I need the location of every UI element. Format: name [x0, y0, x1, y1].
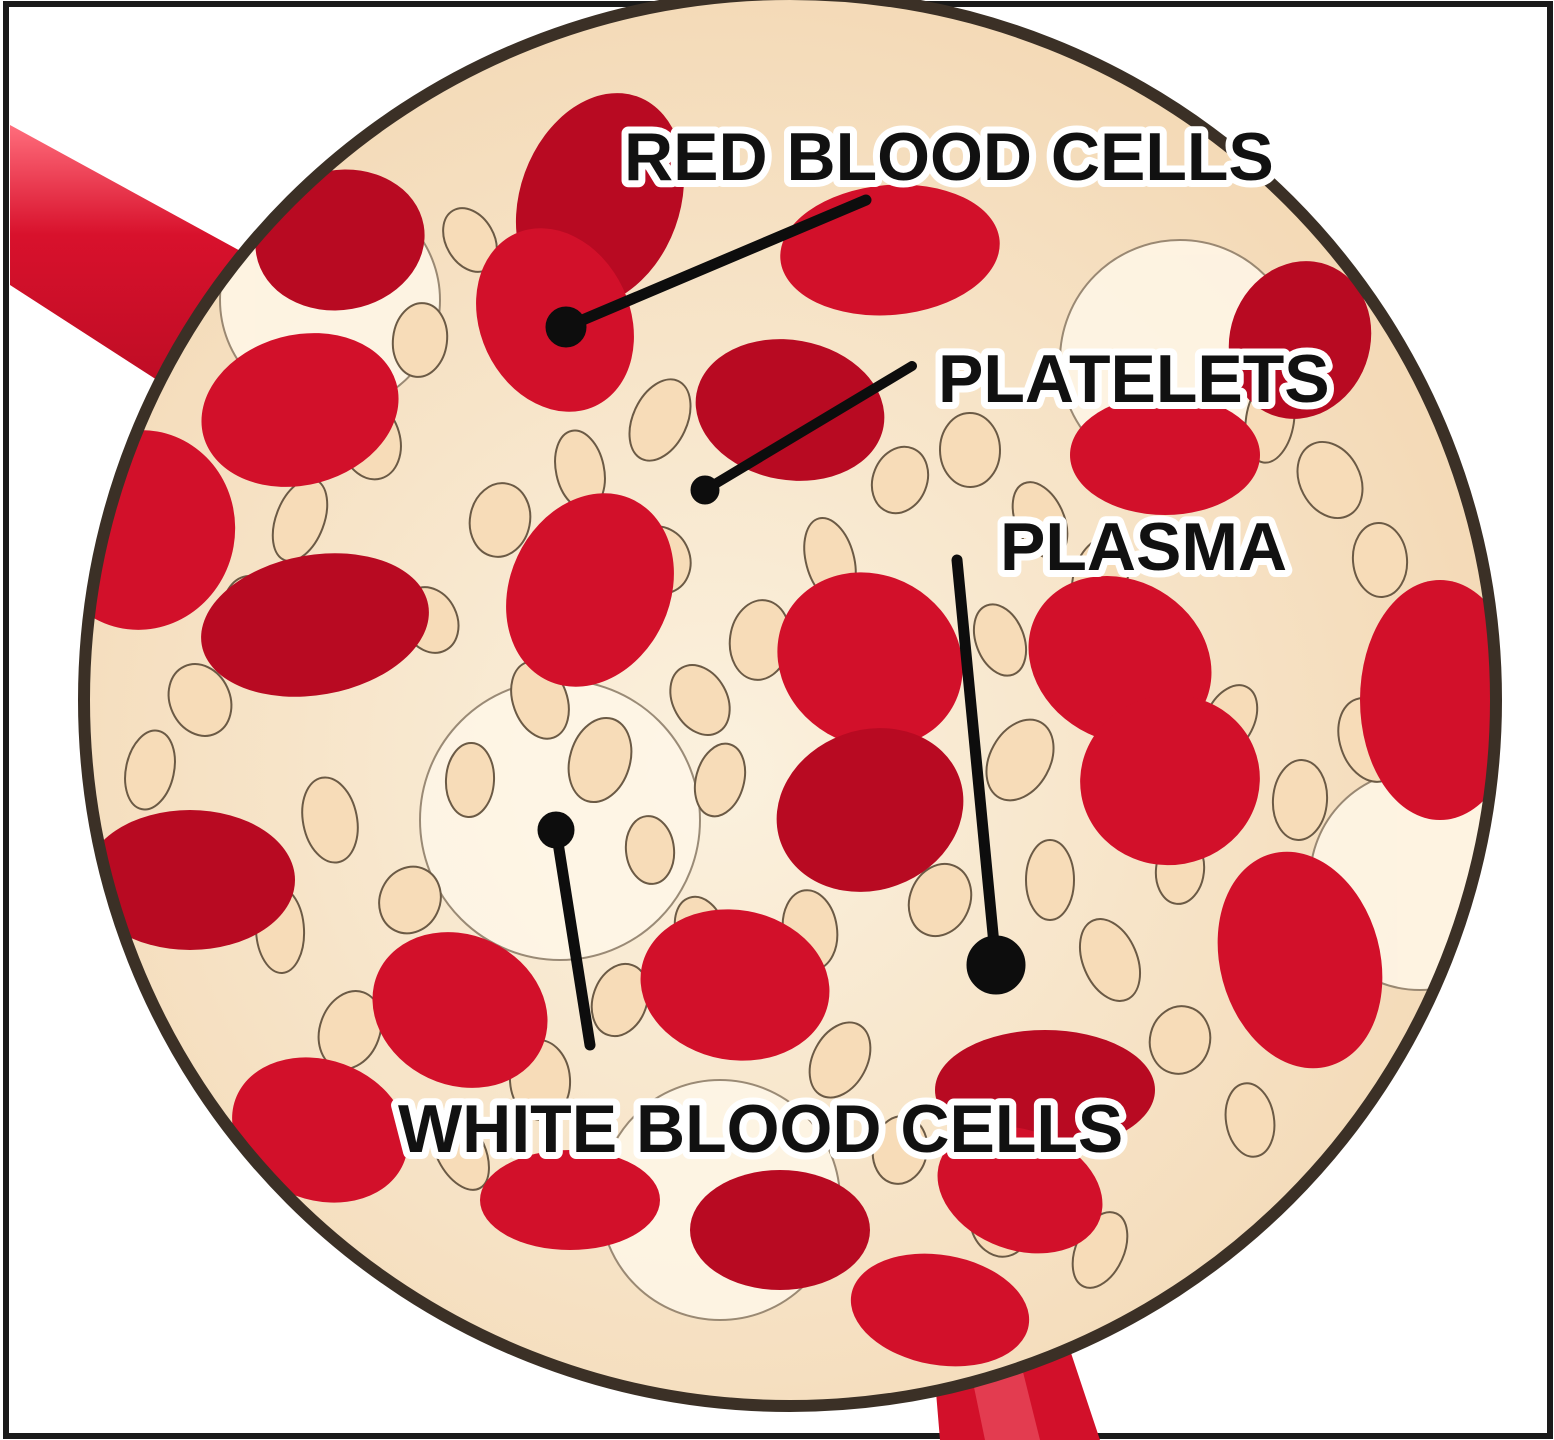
label-plasma: PLASMA — [1000, 509, 1287, 585]
label-platelets: PLATELETS — [938, 341, 1330, 417]
white-blood-cells-pointer-dot — [538, 812, 574, 848]
platelets-pointer-dot — [691, 476, 719, 504]
label-red-blood-cells: RED BLOOD CELLS — [624, 119, 1274, 195]
red-blood-cells-pointer-dot — [546, 307, 586, 347]
red-blood-cell-shape — [690, 1170, 870, 1290]
label-white-blood-cells: WHITE BLOOD CELLS — [398, 1091, 1123, 1167]
platelet-shape — [939, 412, 1000, 487]
platelet-shape — [1026, 840, 1074, 920]
plasma-pointer-dot — [967, 936, 1025, 994]
